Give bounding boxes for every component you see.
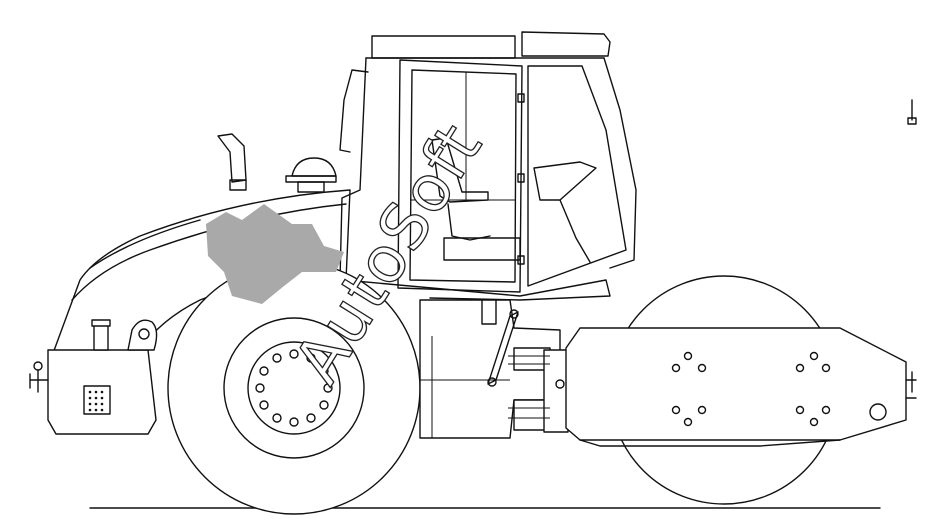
cab-rear-pillar	[339, 57, 367, 281]
grille-vent	[83, 385, 111, 415]
drum-frame	[565, 327, 907, 441]
hub	[247, 341, 341, 435]
lifting-eye	[127, 319, 158, 351]
drum	[555, 275, 917, 505]
engine-hood	[29, 189, 351, 435]
cab-handrail	[339, 69, 369, 153]
tow-hitch	[29, 369, 49, 393]
front-hitch	[905, 371, 917, 399]
wheel-bolts	[255, 349, 333, 427]
cab-front-pillar	[603, 57, 637, 269]
rear-wheel	[167, 261, 421, 515]
cab-roof	[371, 35, 516, 59]
rim	[223, 317, 365, 459]
drum-bolts	[671, 351, 831, 427]
cab-roof-vent	[521, 31, 611, 57]
drum-frame-hole	[869, 403, 887, 421]
cab	[339, 31, 637, 301]
watermark-logo	[206, 204, 344, 304]
cab-door-window	[409, 69, 517, 283]
steering-column	[533, 161, 597, 201]
cab-front-window	[527, 65, 627, 287]
exhaust	[217, 133, 337, 193]
hood-outline	[51, 189, 351, 357]
operator-seat	[431, 137, 489, 203]
center-frame	[419, 299, 569, 439]
air-intake-cap	[291, 157, 337, 177]
exhaust-pipe	[217, 133, 247, 183]
cab-door	[397, 59, 523, 293]
filler-cap	[93, 323, 109, 351]
